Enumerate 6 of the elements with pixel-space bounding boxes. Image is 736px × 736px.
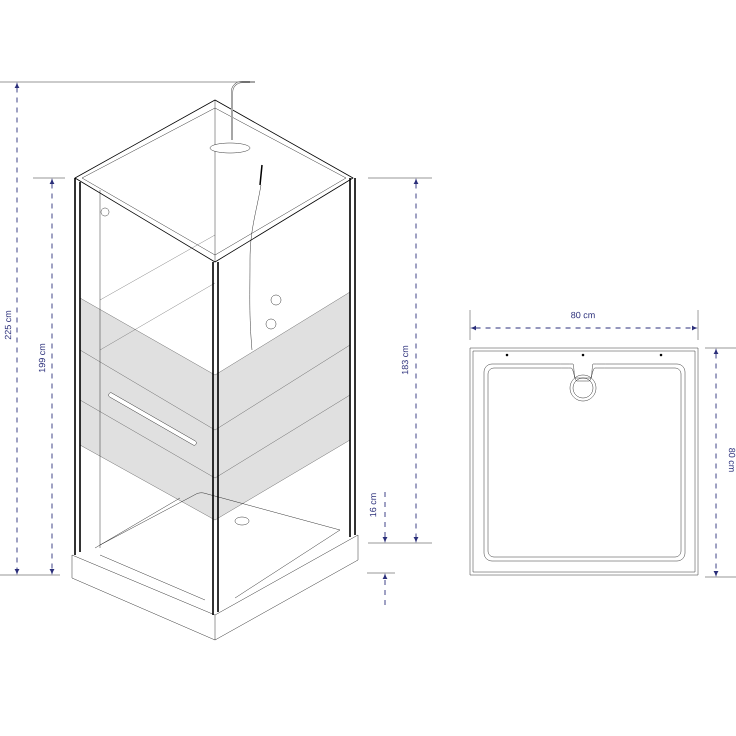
dimension-label: 225 cm (4, 310, 12, 340)
dimension-label: 80 cm (571, 312, 595, 318)
dimension-label: 199 cm (38, 344, 46, 372)
dimension-label: 80 cm (728, 448, 736, 472)
dimension-label: 16 cm (370, 493, 376, 517)
dimension-label: 183 cm (402, 346, 408, 374)
